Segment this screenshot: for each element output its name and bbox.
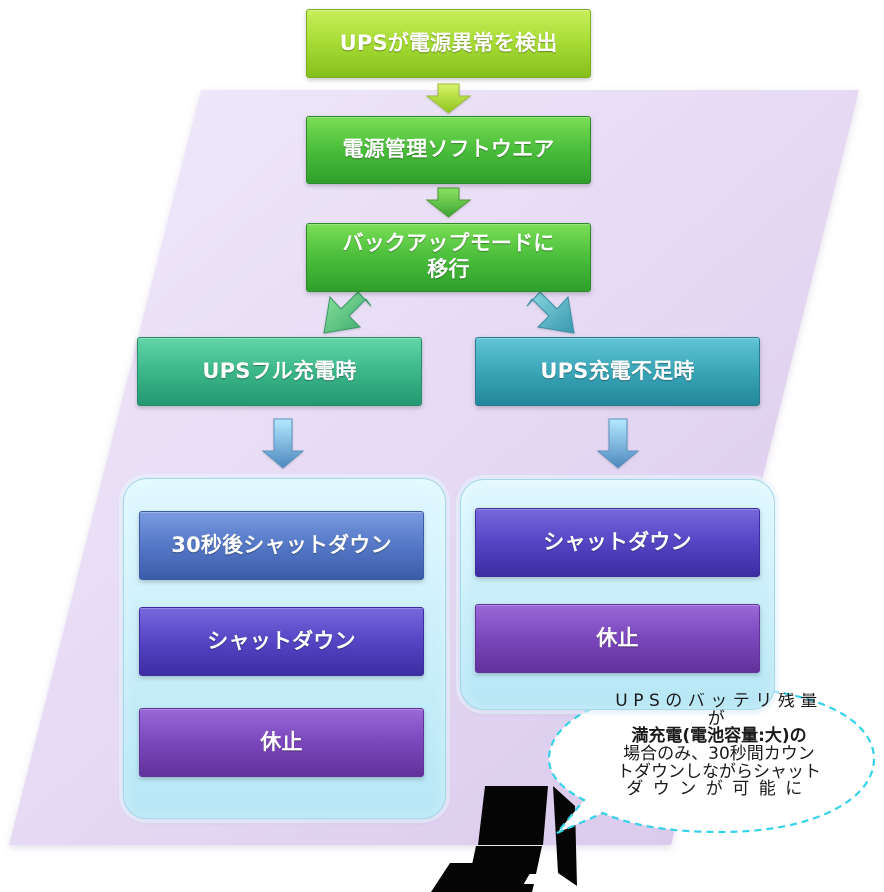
left-option-30-second-shutdown: 30秒後シャットダウン	[139, 511, 424, 580]
computer-icon	[431, 786, 577, 892]
callout-line-3: 場合のみ、30秒間カウン	[623, 744, 815, 765]
step-ups-power-fault-detected: UPSが電源異常を検出	[306, 9, 591, 78]
step-switch-to-backup-mode: バックアップモードに 移行	[306, 223, 591, 292]
callout-line-4: トダウンしながらシャット	[617, 761, 821, 782]
branch-ups-low-charge: UPS充電不足時	[475, 337, 760, 406]
callout-text: UPSのバッテリ残量が 満充電(電池容量:大)の 場合のみ、30秒間カウン トダ…	[608, 693, 830, 813]
arrow-down-icon	[425, 187, 472, 218]
callout-line-5: ダウンが可能に	[626, 779, 812, 800]
right-option-shutdown: シャットダウン	[475, 508, 760, 577]
arrow-down-icon	[261, 418, 305, 469]
callout-line-1: UPSのバッテリ残量が	[615, 693, 823, 729]
callout-line-2: 満充電(電池容量:大)の	[631, 726, 807, 747]
arrow-left-down-icon	[323, 291, 372, 334]
speech-bubble	[547, 685, 876, 835]
step-power-management-software: 電源管理ソフトウエア	[306, 116, 591, 184]
arrow-right-down-icon	[526, 291, 575, 334]
left-option-shutdown: シャットダウン	[139, 607, 424, 676]
right-option-hibernate: 休止	[475, 604, 760, 673]
left-option-hibernate: 休止	[139, 708, 424, 777]
arrow-down-icon	[425, 83, 472, 114]
branch-ups-full-charge: UPSフル充電時	[137, 337, 422, 406]
arrow-down-icon	[596, 418, 640, 469]
